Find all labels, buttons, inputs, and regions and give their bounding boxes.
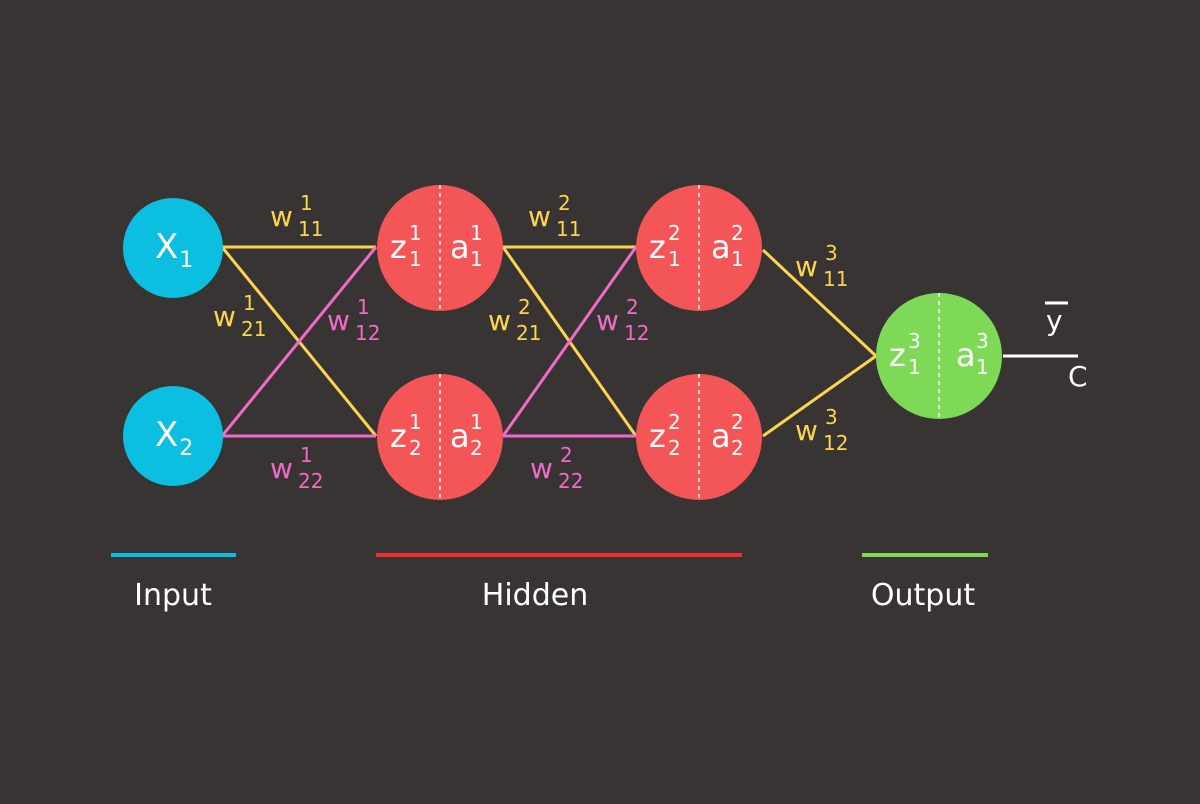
- svg-text:2: 2: [409, 436, 422, 460]
- hidden-node-h12: z 1 2 a 1 2: [377, 374, 503, 500]
- output-labels: y C: [1045, 301, 1088, 393]
- svg-text:w: w: [795, 250, 818, 283]
- hidden-node-h11: z 1 1 a 1 1: [377, 185, 503, 311]
- svg-text:z: z: [649, 228, 666, 266]
- svg-text:2: 2: [668, 221, 681, 245]
- svg-text:1: 1: [409, 410, 422, 434]
- legend: Input Hidden Output: [111, 553, 988, 613]
- svg-text:21: 21: [516, 321, 541, 345]
- svg-text:w: w: [488, 304, 511, 337]
- svg-text:X1: X1: [155, 227, 193, 273]
- svg-text:1: 1: [668, 247, 681, 271]
- svg-text:a: a: [450, 228, 470, 266]
- svg-text:2: 2: [626, 295, 639, 319]
- svg-text:z: z: [649, 417, 666, 455]
- output-node: z 3 1 a 3 1: [876, 293, 1002, 419]
- svg-text:1: 1: [300, 443, 313, 467]
- svg-text:2: 2: [558, 191, 571, 215]
- edge-h21-out: [761, 248, 878, 358]
- edges: [220, 245, 1078, 438]
- legend-input-label: Input: [134, 578, 212, 613]
- svg-text:1: 1: [908, 355, 921, 379]
- weight-label-w1-12: w 1 12: [327, 295, 380, 345]
- svg-text:z: z: [390, 417, 407, 455]
- svg-text:z: z: [390, 228, 407, 266]
- svg-text:2: 2: [470, 436, 483, 460]
- svg-text:3: 3: [825, 241, 838, 265]
- svg-text:z: z: [889, 336, 906, 374]
- svg-text:a: a: [450, 417, 470, 455]
- legend-hidden-label: Hidden: [482, 578, 588, 613]
- svg-text:w: w: [213, 300, 236, 333]
- svg-text:w: w: [530, 452, 553, 485]
- svg-text:2: 2: [518, 295, 531, 319]
- svg-text:a: a: [711, 228, 731, 266]
- svg-text:1: 1: [470, 410, 483, 434]
- svg-text:11: 11: [298, 217, 323, 241]
- svg-text:11: 11: [823, 267, 848, 291]
- svg-text:1: 1: [731, 247, 744, 271]
- svg-text:w: w: [270, 200, 293, 233]
- svg-text:12: 12: [823, 431, 848, 455]
- svg-text:1: 1: [470, 247, 483, 271]
- input-node-x2: X2: [123, 386, 223, 486]
- edge-h12-h21: [501, 246, 638, 437]
- svg-text:22: 22: [558, 469, 583, 493]
- svg-text:a: a: [956, 336, 976, 374]
- svg-text:2: 2: [731, 221, 744, 245]
- svg-text:12: 12: [355, 321, 380, 345]
- svg-text:w: w: [795, 414, 818, 447]
- svg-text:w: w: [596, 304, 619, 337]
- svg-text:22: 22: [298, 469, 323, 493]
- weight-label-w1-22: w 1 22: [270, 443, 323, 493]
- svg-text:1: 1: [470, 221, 483, 245]
- weight-label-w2-21: w 2 21: [488, 295, 541, 345]
- svg-text:21: 21: [241, 317, 266, 341]
- svg-text:2: 2: [731, 436, 744, 460]
- legend-output-label: Output: [871, 578, 975, 613]
- weight-label-w2-11: w 2 11: [528, 191, 581, 241]
- y-hat-label: y: [1046, 304, 1063, 337]
- svg-text:1: 1: [409, 247, 422, 271]
- svg-text:3: 3: [825, 405, 838, 429]
- weight-labels: w 1 11 w 1 21 w 1 12 w 1 22 w 2 11 w 2 2…: [213, 191, 848, 493]
- svg-text:3: 3: [976, 329, 989, 353]
- weight-label-w2-12: w 2 12: [596, 295, 649, 345]
- weight-label-w2-22: w 2 22: [530, 443, 583, 493]
- svg-text:3: 3: [908, 329, 921, 353]
- svg-text:1: 1: [300, 191, 313, 215]
- svg-text:1: 1: [976, 355, 989, 379]
- weight-label-w3-11: w 3 11: [795, 241, 848, 291]
- svg-text:1: 1: [409, 221, 422, 245]
- weight-label-w1-11: w 1 11: [270, 191, 323, 241]
- svg-text:X2: X2: [155, 415, 193, 461]
- weight-label-w1-21: w 1 21: [213, 291, 266, 341]
- svg-text:12: 12: [624, 321, 649, 345]
- svg-text:2: 2: [668, 436, 681, 460]
- svg-text:w: w: [327, 304, 350, 337]
- svg-text:1: 1: [357, 295, 370, 319]
- svg-text:11: 11: [556, 217, 581, 241]
- svg-text:w: w: [270, 452, 293, 485]
- svg-text:1: 1: [243, 291, 256, 315]
- svg-text:2: 2: [560, 443, 573, 467]
- edge-x2-h11: [220, 246, 378, 437]
- cost-label: C: [1068, 360, 1088, 393]
- edge-h22-out: [762, 354, 877, 438]
- svg-text:w: w: [528, 200, 551, 233]
- svg-text:a: a: [711, 417, 731, 455]
- weight-label-w3-12: w 3 12: [795, 405, 848, 455]
- hidden-node-h21: z 2 1 a 2 1: [636, 185, 762, 311]
- svg-text:2: 2: [668, 410, 681, 434]
- input-node-x1: X1: [123, 198, 223, 298]
- hidden-node-h22: z 2 2 a 2 2: [636, 374, 762, 500]
- svg-text:2: 2: [731, 410, 744, 434]
